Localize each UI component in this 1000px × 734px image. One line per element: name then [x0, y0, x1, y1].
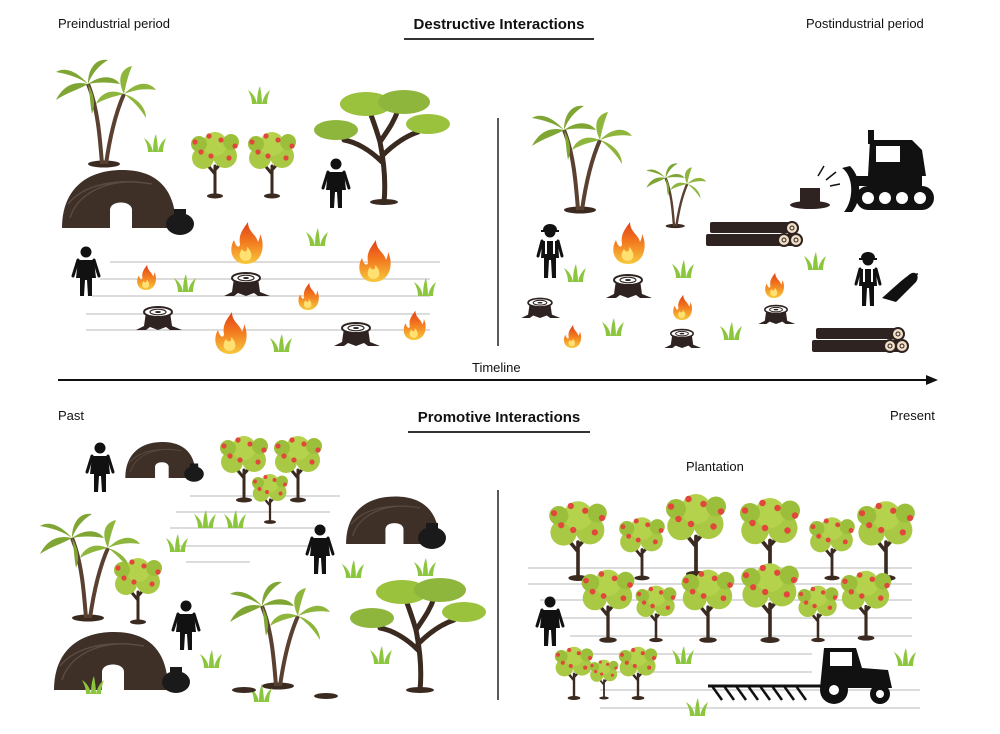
hut-icon: [53, 631, 169, 691]
fire-icon: [765, 272, 784, 298]
person-icon: [321, 157, 351, 210]
log-pile-icon: [811, 327, 909, 353]
fruit-tree-icon: [588, 658, 620, 701]
present-label: Present: [890, 408, 935, 423]
promotive-interactions-title: Promotive Interactions: [408, 409, 590, 433]
grass-icon: [672, 646, 694, 664]
pot-icon: [162, 667, 190, 693]
grass-icon: [564, 264, 586, 282]
preindustrial-period-label: Preindustrial period: [58, 16, 171, 31]
destructive-title-underline: [404, 38, 594, 40]
person-icon: [305, 523, 335, 576]
promotive-title-underline: [408, 431, 590, 433]
past-scene: [38, 434, 486, 702]
grass-icon: [720, 322, 742, 340]
fire-icon: [137, 264, 156, 290]
grass-icon: [306, 228, 328, 246]
fruit-tree-icon: [796, 584, 840, 644]
grass-icon: [602, 318, 624, 336]
fruit-tree-icon: [617, 645, 659, 702]
chainsaw-icon: [882, 272, 919, 302]
grass-icon: [194, 510, 216, 528]
log-pile-icon: [705, 221, 803, 247]
grass-icon: [342, 560, 364, 578]
fire-icon: [613, 222, 645, 264]
grass-icon: [804, 252, 826, 270]
past-label: Past: [58, 408, 85, 423]
fire-icon: [403, 310, 426, 340]
fruit-tree-icon: [246, 130, 298, 200]
fruit-tree-icon: [547, 499, 609, 583]
fruit-tree-icon: [855, 499, 917, 583]
grass-icon: [166, 534, 188, 552]
grass-icon: [370, 646, 392, 664]
fruit-tree-icon: [579, 567, 637, 645]
bulldozer-icon: [842, 130, 934, 212]
grass-icon: [200, 650, 222, 668]
hut-icon: [61, 169, 177, 229]
fruit-tree-icon: [739, 561, 801, 645]
worker-icon: [536, 222, 564, 280]
timeline-label: Timeline: [472, 360, 521, 375]
grass-icon: [174, 274, 196, 292]
fruit-tree-icon: [553, 645, 595, 702]
postindustrial-period-label: Postindustrial period: [806, 16, 924, 31]
grass-icon: [248, 86, 270, 104]
tree-stump-icon: [223, 272, 271, 297]
cut-stump-icon: [790, 165, 841, 209]
tree-stump-icon: [520, 297, 562, 319]
fire-icon: [359, 240, 391, 282]
palm-tree-icon: [645, 162, 708, 230]
palm-tree-icon: [54, 57, 158, 170]
person-icon: [171, 599, 201, 652]
tractor-icon: [708, 648, 892, 704]
fruit-tree-icon: [679, 567, 737, 645]
destructive-interactions-title: Destructive Interactions: [404, 16, 594, 40]
grass-icon: [144, 134, 166, 152]
fire-icon: [231, 222, 263, 264]
person-icon: [71, 245, 101, 298]
worker-icon: [854, 250, 882, 308]
timeline-arrow: [58, 375, 938, 385]
tree-stump-icon: [605, 274, 653, 299]
grass-icon: [270, 334, 292, 352]
fruit-tree-icon: [839, 569, 893, 643]
grass-icon: [224, 510, 246, 528]
palm-tree-icon: [530, 103, 634, 216]
preindustrial-scene: [54, 57, 450, 354]
fruit-tree-icon: [664, 492, 728, 579]
plantation-scene: [528, 492, 920, 716]
postindustrial-scene: [520, 103, 934, 353]
fruit-tree-icon: [250, 472, 290, 525]
grass-icon: [672, 260, 694, 278]
person-icon: [535, 595, 565, 648]
fire-icon: [215, 312, 247, 354]
fruit-tree-icon: [807, 515, 857, 582]
tree-stump-icon: [663, 328, 702, 349]
person-icon: [85, 441, 115, 494]
plantation-label: Plantation: [686, 459, 744, 474]
grass-icon: [894, 648, 916, 666]
promotive-title-text: Promotive Interactions: [417, 409, 581, 426]
tree-stump-icon: [333, 322, 381, 347]
grass-icon: [686, 698, 708, 716]
acacia-tree-icon: [350, 578, 486, 693]
fruit-tree-icon: [617, 515, 667, 582]
grass-icon: [414, 278, 436, 296]
fire-icon: [563, 324, 582, 348]
grass-icon: [414, 558, 436, 576]
destructive-title-text: Destructive Interactions: [413, 16, 585, 33]
fire-icon: [673, 294, 692, 320]
fruit-tree-icon: [634, 584, 678, 644]
fruit-tree-icon: [112, 556, 164, 626]
tree-stump-icon: [135, 306, 183, 331]
fruit-tree-icon: [189, 130, 241, 200]
tree-stump-icon: [757, 304, 797, 325]
palm-tree-icon: [228, 579, 332, 692]
